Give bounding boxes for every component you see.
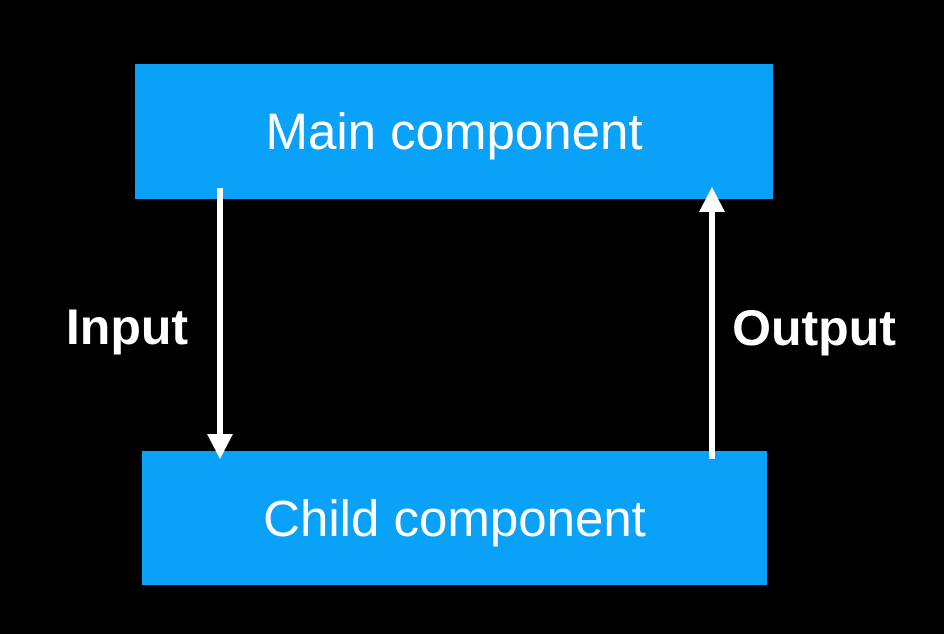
main-component-label: Main component [265,103,643,160]
output-arrow-up-icon [699,187,725,459]
child-component-box: Child component [142,451,767,585]
child-component-label: Child component [263,489,646,547]
input-label: Input [65,299,189,355]
output-label: Output [732,300,896,356]
input-arrow-down-icon [207,188,233,459]
main-component-box: Main component [135,64,773,199]
